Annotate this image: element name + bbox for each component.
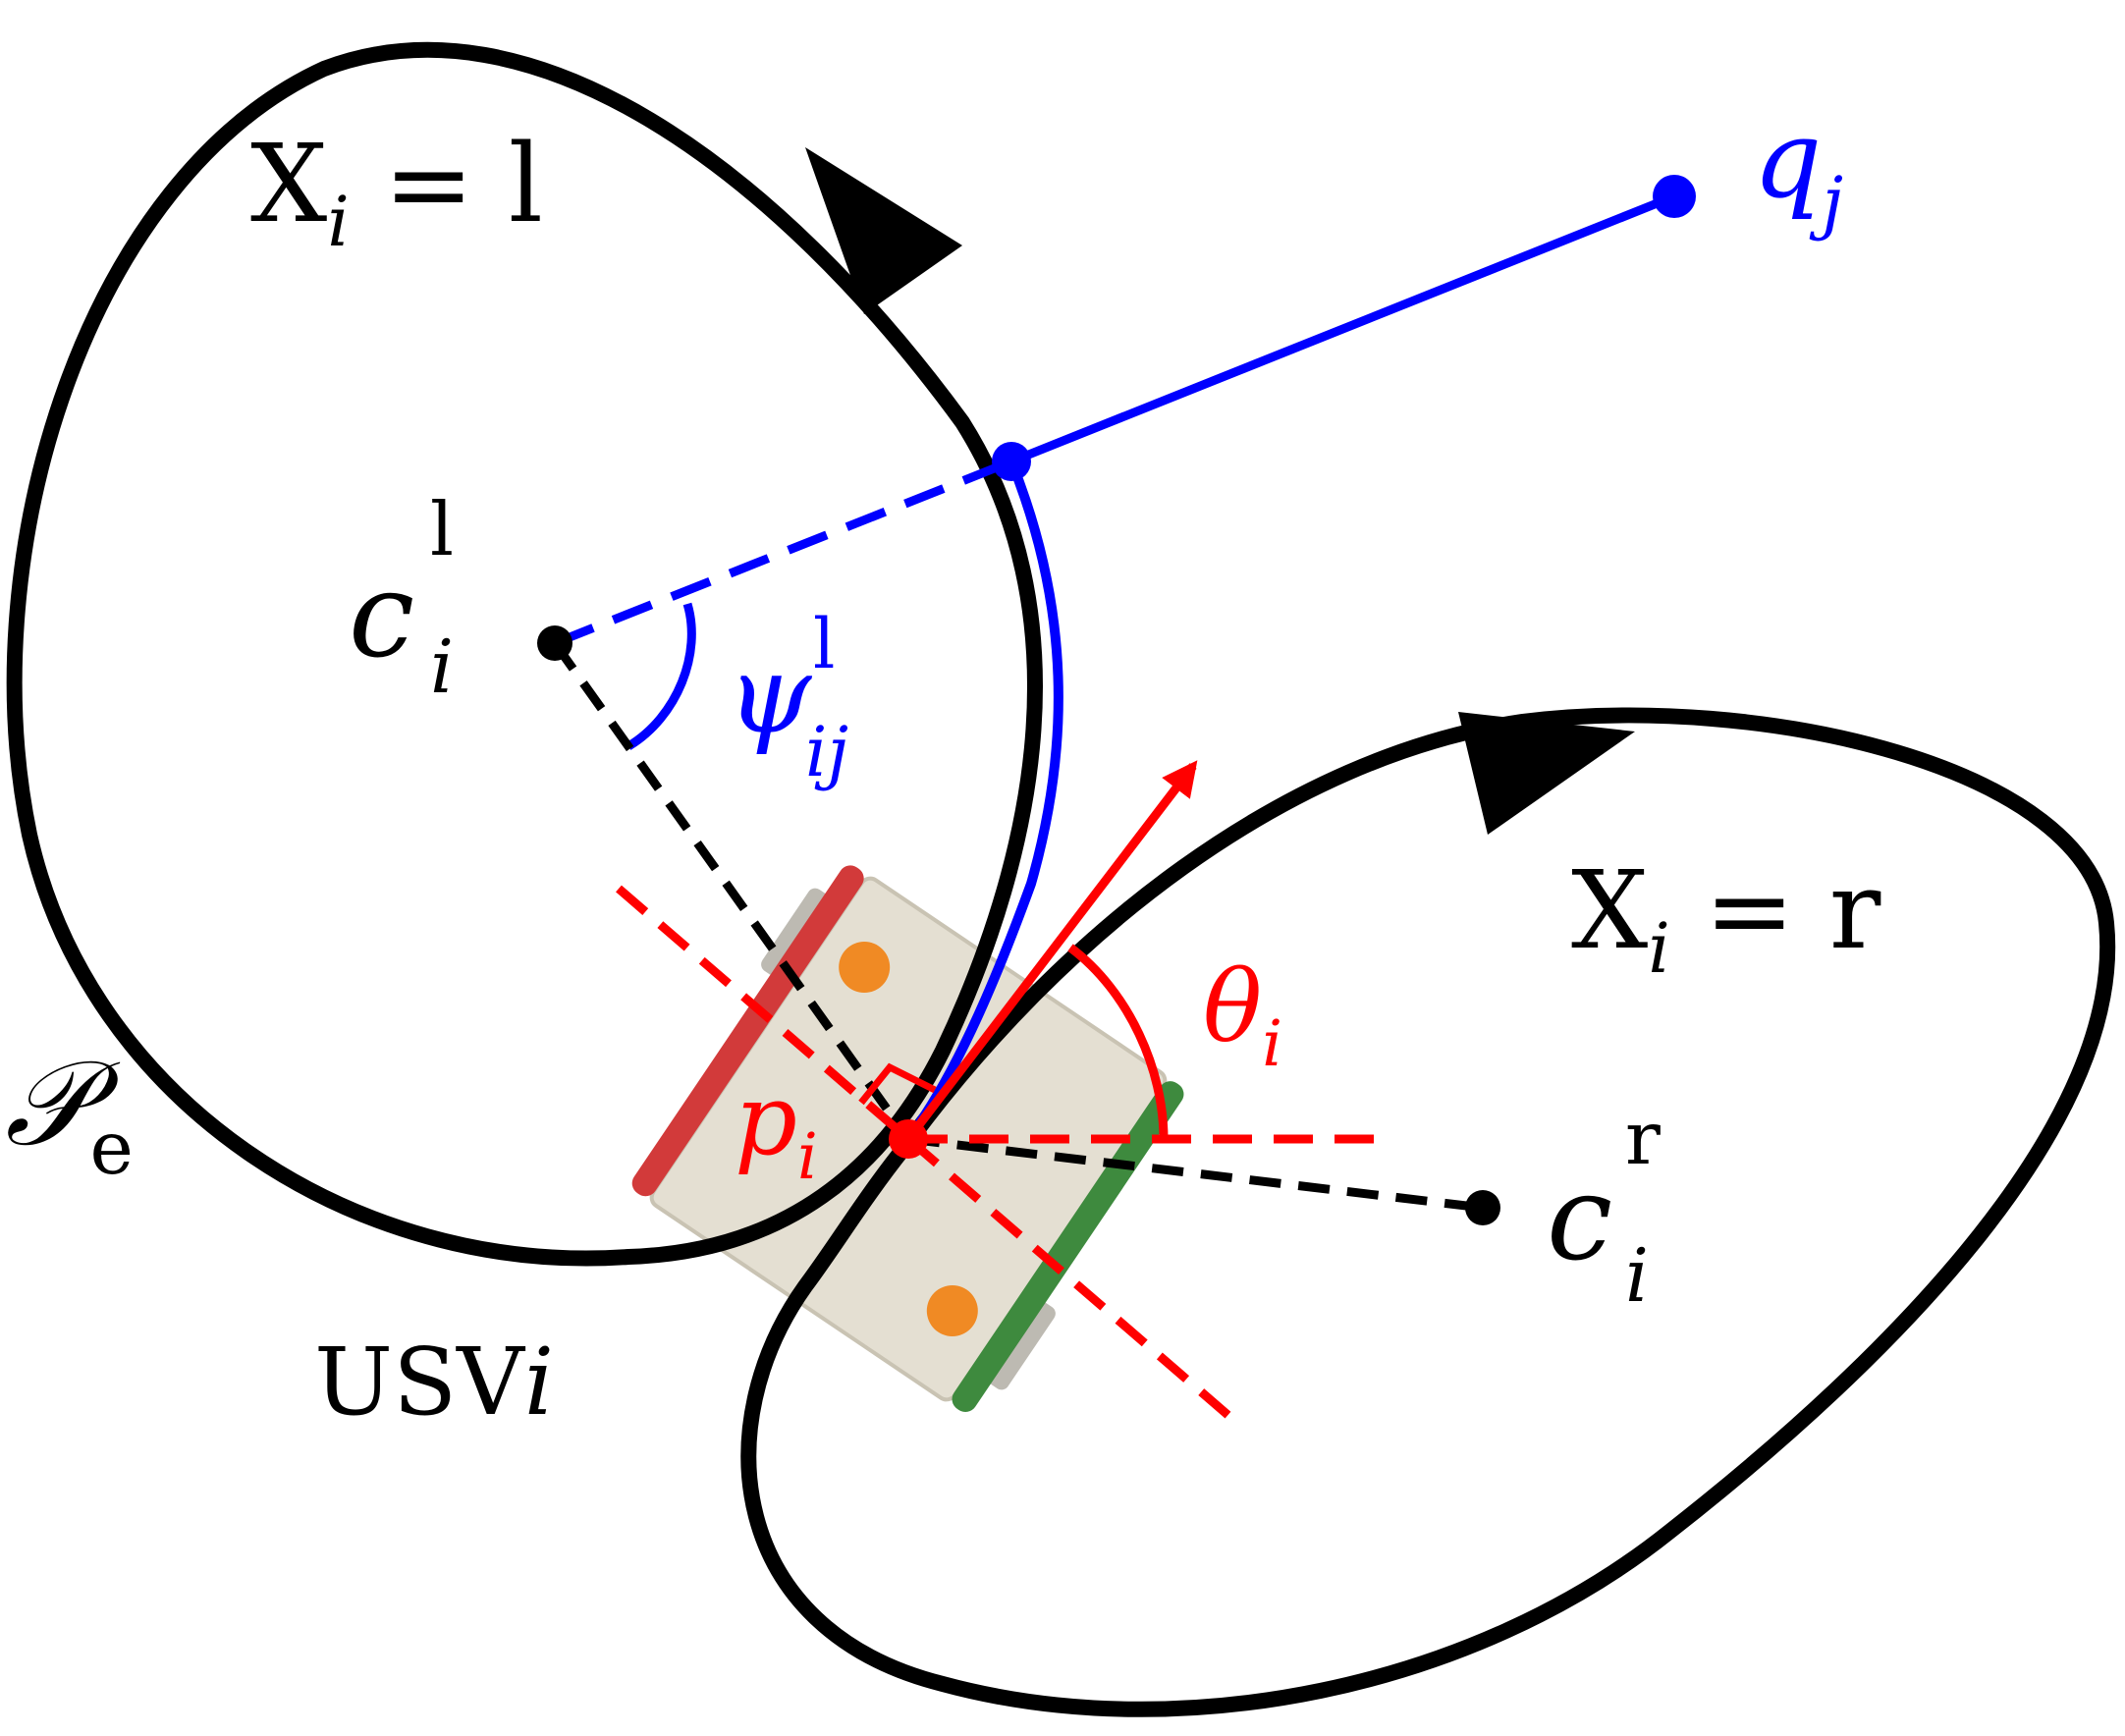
center-right-point [1465,1190,1500,1225]
theta-label: θi [1203,949,1282,1081]
vessel-red-pontoon [631,865,864,1197]
center-right-label: c [1547,1151,1612,1287]
vessel-label: USVi [314,1329,554,1437]
intersection-point [992,442,1031,481]
vessel-thruster-mount [926,1284,978,1336]
psi-superscript: l [813,604,835,684]
psi-angle-arc [626,602,696,750]
psi-subscript: ij [805,712,848,792]
mode-right-label: Xi = r [1571,847,1881,989]
center-right-subscript: i [1625,1232,1649,1319]
arrowhead-icon [805,147,962,314]
center-right-superscript: r [1625,1095,1661,1181]
right-angle-marker [858,1062,937,1106]
path-label: 𝒫e [5,1036,134,1191]
arrowhead-icon [1458,712,1635,835]
mode-left-label: Xi = l [250,121,543,262]
heading-arrow [904,760,1198,1142]
position-point [889,1119,928,1159]
target-line [1009,191,1676,466]
center-left-subscript: i [430,624,454,710]
vessel-thruster-mount [839,942,891,994]
target-line-dashed [553,457,1013,648]
theta-angle-arc [1067,944,1169,1140]
target-point [1653,175,1696,218]
center-left-point [537,625,572,661]
center-left-superscript: l [430,486,454,572]
target-label: qj [1753,96,1843,243]
arc-to-target [903,460,1063,1142]
position-label: pi [735,1062,818,1194]
left-loop-path [6,41,1043,1267]
psi-label: ψ [727,631,813,757]
center-left-label: c [349,548,414,684]
left-center-dashed [551,640,912,1142]
normal-dashed-line [616,885,1235,1423]
